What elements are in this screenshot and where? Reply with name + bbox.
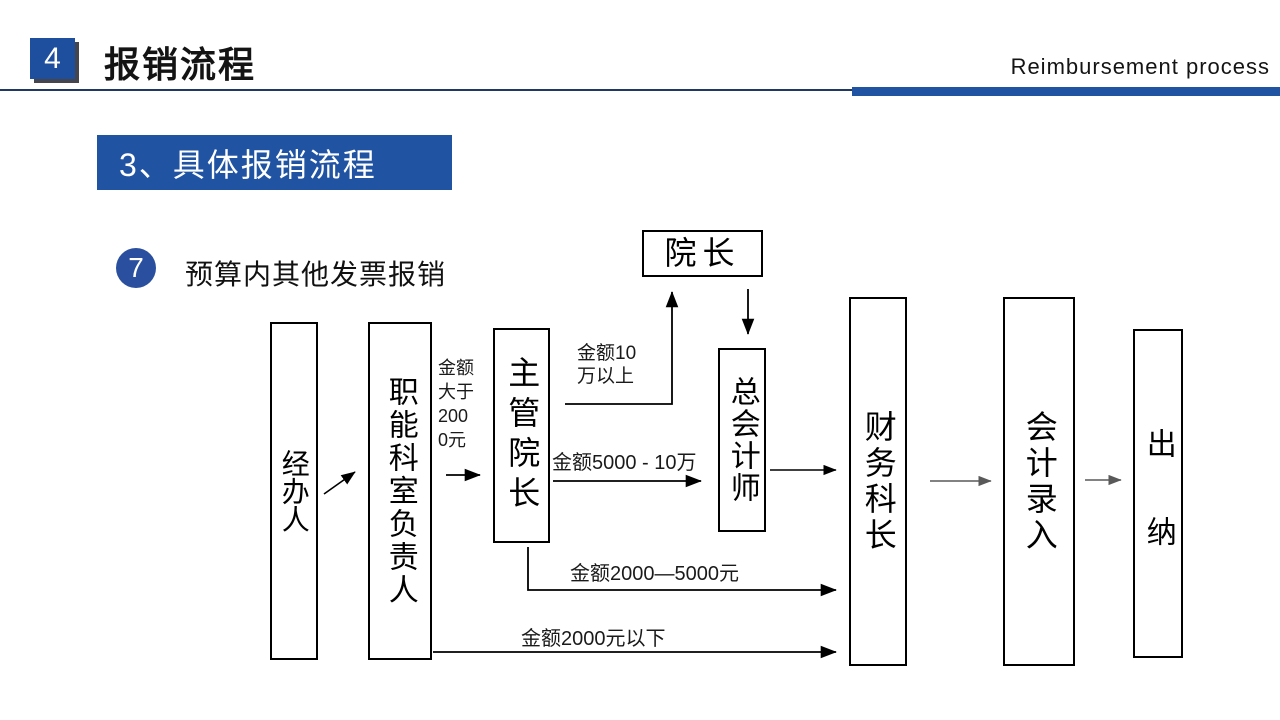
step-number-circle: 7 [116, 248, 156, 288]
edge-label-amount-under-2000: 金额2000元以下 [521, 628, 666, 650]
flow-node-operator: 经办人 [270, 322, 318, 660]
page-title: 报销流程 [104, 44, 257, 85]
flow-node-accounting-entry: 会计录入 [1003, 297, 1075, 666]
edge-label-amount-over-2000: 金额 大于 200 0元 [438, 358, 474, 450]
section-number-badge: 4 [30, 38, 75, 79]
header-divider-line [0, 89, 1280, 91]
flow-node-dean: 院长 [642, 230, 763, 277]
edge-label-amount-2000-5000: 金额2000—5000元 [570, 563, 739, 585]
edge-label-amount-over-100k: 金额10 万以上 [577, 343, 637, 387]
header-accent-bar [852, 87, 1280, 96]
flow-node-functional-dept-head: 职能科室负责人 [368, 322, 432, 660]
flow-node-deputy-dean: 主管院长 [493, 328, 550, 543]
arrow-operator-to-dept [323, 471, 356, 495]
flow-node-finance-section-chief: 财务科长 [849, 297, 907, 666]
edge-label-amount-5000-100k: 金额5000 - 10万 [552, 452, 697, 474]
flow-node-chief-accountant: 总会计师 [718, 348, 766, 532]
page-subtitle-english: Reimbursement process [1010, 54, 1270, 79]
flow-node-cashier: 出 纳 [1133, 329, 1183, 658]
step-label: 预算内其他发票报销 [185, 259, 447, 290]
section-banner: 3、具体报销流程 [97, 135, 452, 190]
